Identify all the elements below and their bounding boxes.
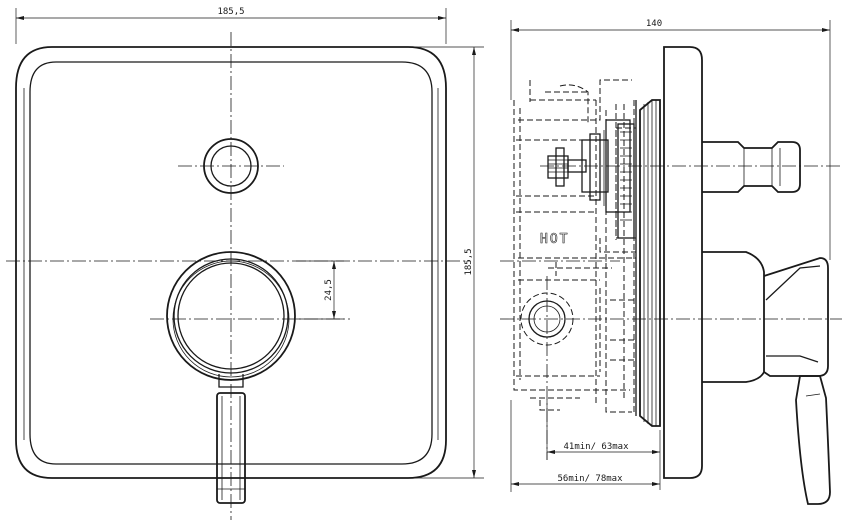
range-dimension-long-label: 56min/ 78max [557, 474, 623, 484]
offset-dimension-label: 24,5 [324, 279, 334, 301]
threaded-sleeve [635, 99, 661, 427]
diverter-button-inner [210, 145, 252, 187]
mounting-ring [617, 123, 635, 239]
hot-marking: HOT [540, 232, 569, 247]
height-dimension-label: 185,5 [464, 248, 474, 275]
diverter-button-outer [203, 138, 259, 194]
cover-plate-side [663, 46, 703, 479]
depth-dimension-label: 140 [646, 19, 662, 29]
handle-side [702, 251, 831, 505]
side-view: 140 [500, 19, 842, 505]
diverter-spindle [547, 119, 631, 213]
cover-plate-inner [29, 61, 433, 465]
cover-plate-outer [15, 46, 447, 479]
lever-handle [216, 392, 246, 504]
diverter-button-side [702, 141, 801, 193]
range-dimension-short-label: 41min/ 63max [563, 442, 629, 452]
front-view: 185,5 185,5 24,5 [6, 7, 484, 520]
width-dimension-label: 185,5 [217, 7, 244, 17]
handle-rosette-outer [166, 251, 296, 381]
lever-neck [218, 374, 244, 388]
